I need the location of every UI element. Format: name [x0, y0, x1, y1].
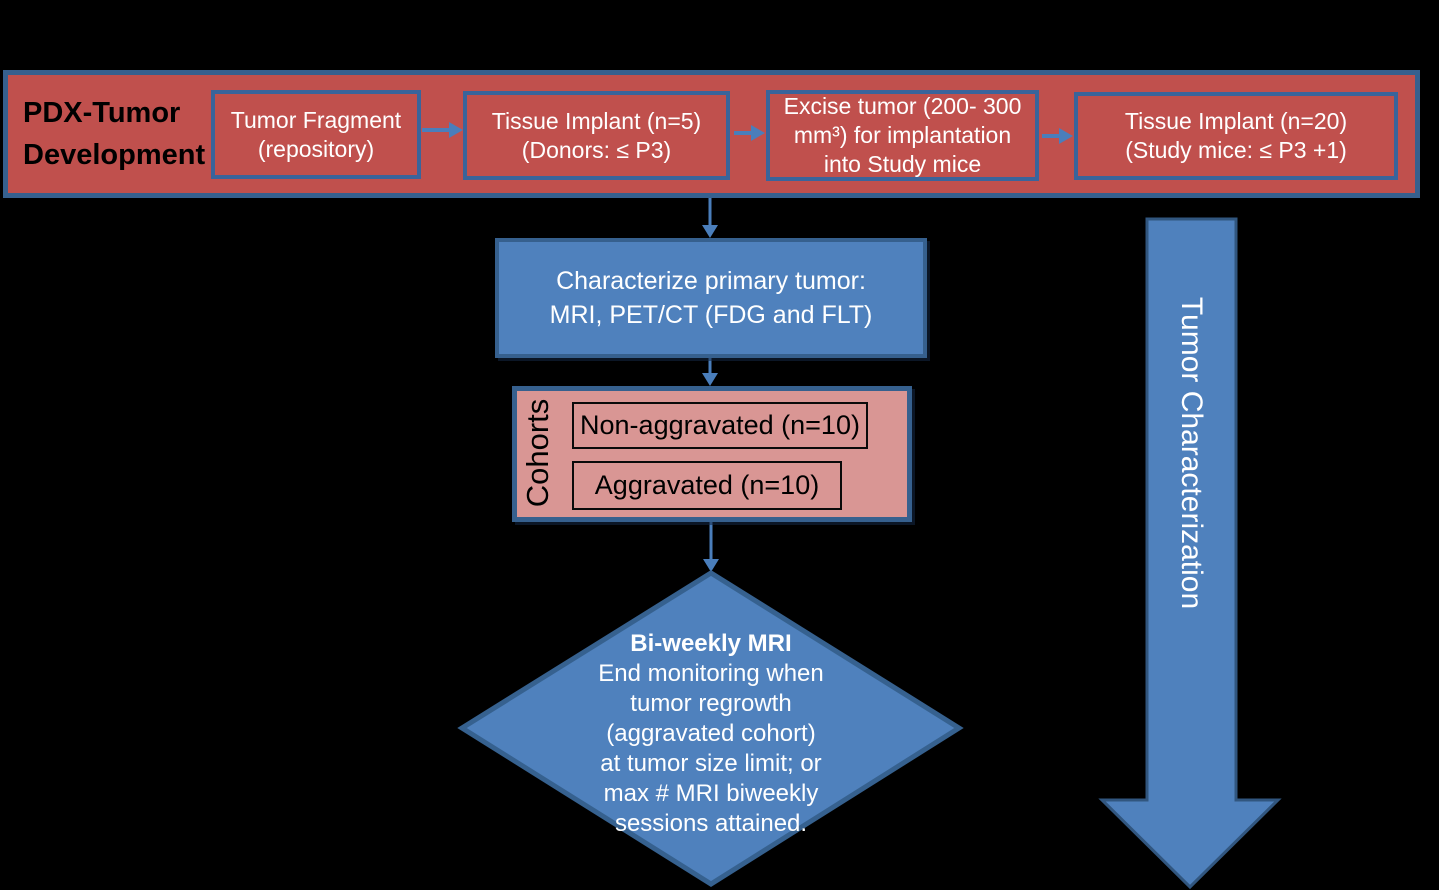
decision-diamond-text: Bi-weekly MRI End monitoring when tumor …	[531, 629, 891, 839]
flow-arrow-banner-to-characterize	[702, 198, 718, 238]
flow-arrow-cohorts-to-decision	[703, 522, 719, 572]
decision-title: Bi-weekly MRI	[630, 630, 792, 657]
decision-body: End monitoring when tumor regrowth (aggr…	[598, 660, 824, 837]
banner-title: PDX-Tumor Development	[23, 97, 206, 171]
flow-arrow-characterize-to-cohorts	[702, 358, 718, 386]
tumor-characterization-label: Tumor Characterization	[1175, 296, 1208, 610]
step-excise-tumor: Excise tumor (200- 300 mm³) for implanta…	[766, 90, 1039, 181]
step-tissue-implant-donors: Tissue Implant (n=5) (Donors: ≤ P3)	[463, 91, 730, 180]
step-tissue-implant-study: Tissue Implant (n=20) (Study mice: ≤ P3 …	[1074, 92, 1398, 180]
cohorts-label: Cohorts	[520, 398, 555, 508]
step-tumor-fragment: Tumor Fragment (repository)	[211, 90, 421, 179]
characterize-primary-tumor-box: Characterize primary tumor: MRI, PET/CT …	[495, 238, 927, 358]
cohort-aggravated: Aggravated (n=10)	[572, 461, 842, 510]
cohort-non-aggravated: Non-aggravated (n=10)	[572, 402, 868, 449]
